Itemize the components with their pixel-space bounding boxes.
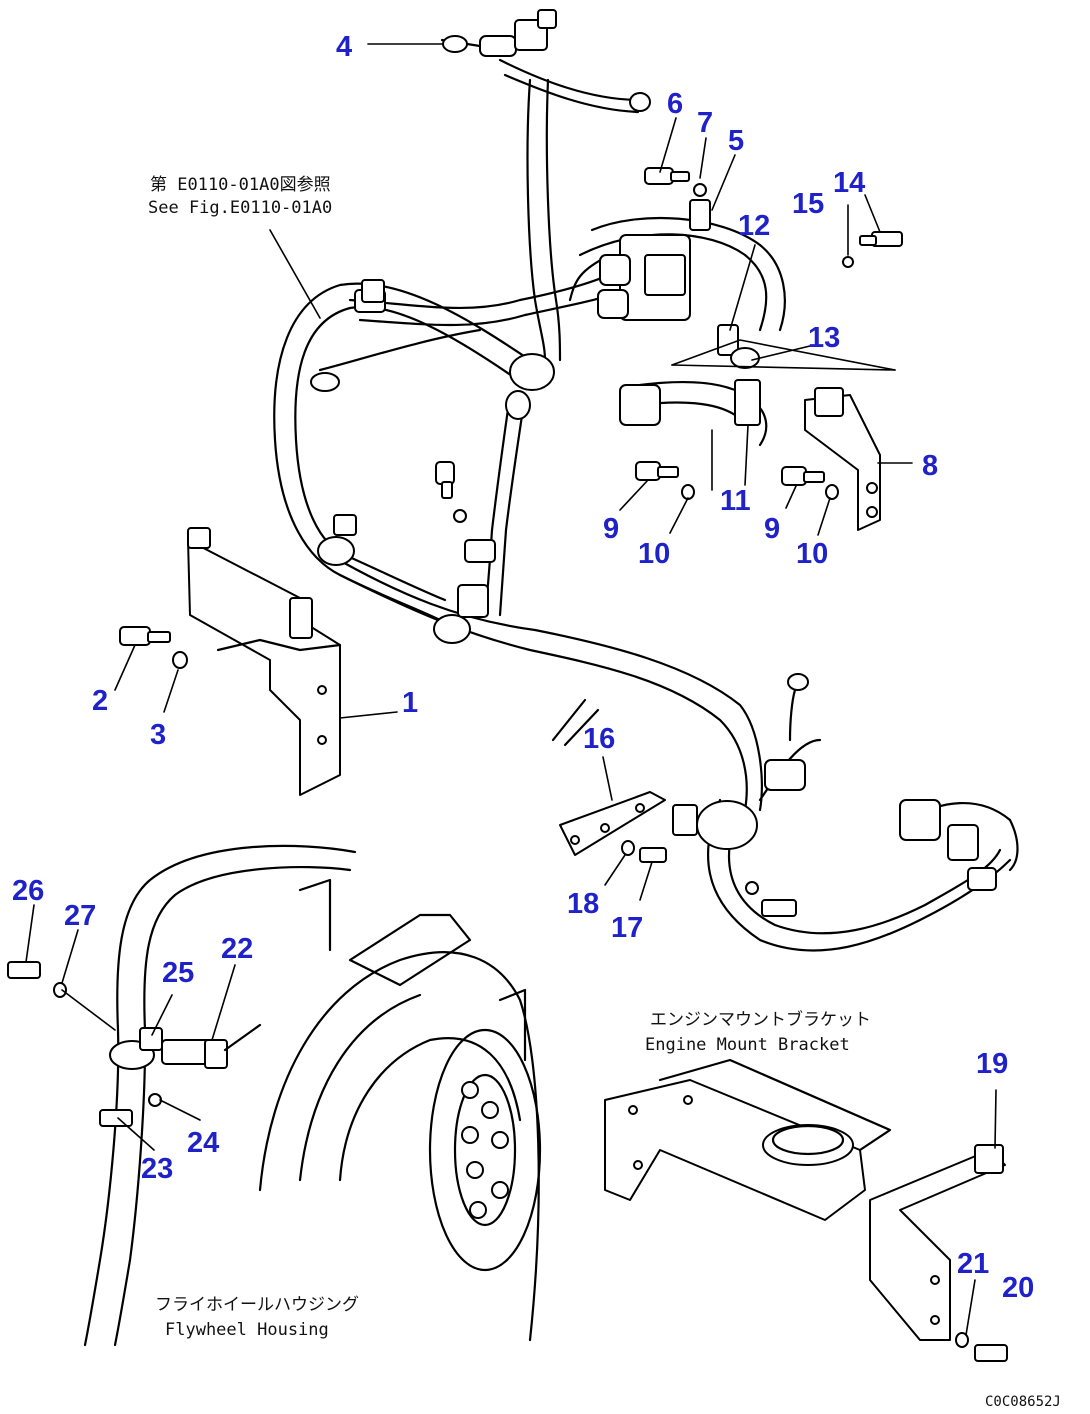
note-see-fig-en: See Fig.E0110-01A0 xyxy=(148,198,332,218)
callout-23: 23 xyxy=(141,1153,173,1185)
note-flywheel-jp: フライホイールハウジング xyxy=(155,1295,359,1315)
callout-7: 7 xyxy=(697,107,713,139)
callout-17: 17 xyxy=(611,912,643,944)
callout-14: 14 xyxy=(833,167,865,199)
callout-8: 8 xyxy=(922,450,938,482)
lower-right-harness xyxy=(551,673,1019,952)
callout-22: 22 xyxy=(221,933,253,965)
connector-block xyxy=(568,199,896,371)
main-harness xyxy=(273,268,763,812)
figure-code: C0C08652J xyxy=(985,1394,1061,1410)
note-see-fig-jp: 第 E0110-01A0図参照 xyxy=(150,175,331,195)
callout-16: 16 xyxy=(583,723,615,755)
callout-11: 11 xyxy=(720,485,751,517)
bracket-8 xyxy=(804,387,881,531)
callout-18: 18 xyxy=(567,888,599,920)
callout-9-right: 9 xyxy=(764,513,780,545)
callout-1: 1 xyxy=(402,687,418,719)
reference-notes: 第 E0110-01A0図参照 See Fig.E0110-01A0 エンジンマ… xyxy=(148,175,1061,1410)
fasteners xyxy=(119,167,903,669)
callout-9-left: 9 xyxy=(603,513,619,545)
callout-13: 13 xyxy=(808,322,840,354)
bracket-1 xyxy=(187,527,342,796)
callout-26: 26 xyxy=(12,875,44,907)
callout-5: 5 xyxy=(728,125,744,157)
callout-15: 15 xyxy=(792,188,824,220)
callout-19: 19 xyxy=(976,1048,1008,1080)
callout-10-right: 10 xyxy=(796,538,828,570)
flywheel-housing xyxy=(258,878,542,1342)
callout-2: 2 xyxy=(92,685,108,717)
callout-27: 27 xyxy=(64,900,96,932)
callout-20: 20 xyxy=(1002,1272,1034,1304)
bracket-19 xyxy=(869,1144,1008,1362)
callout-24: 24 xyxy=(187,1127,219,1159)
note-flywheel-en: Flywheel Housing xyxy=(165,1320,329,1340)
callout-25: 25 xyxy=(162,957,194,989)
callout-3: 3 xyxy=(150,719,166,751)
left-vertical-harness xyxy=(7,844,357,1347)
callout-12: 12 xyxy=(738,210,770,242)
clamp-11-assembly xyxy=(619,379,768,447)
leader-lines xyxy=(25,43,997,1336)
note-engine-mount-en: Engine Mount Bracket xyxy=(645,1035,850,1055)
callout-6: 6 xyxy=(667,88,683,120)
callout-4: 4 xyxy=(336,31,352,63)
callout-10-left: 10 xyxy=(638,538,670,570)
engine-mount-bracket xyxy=(604,1058,892,1221)
callout-21: 21 xyxy=(957,1248,989,1280)
note-engine-mount-jp: エンジンマウントブラケット xyxy=(650,1009,871,1030)
callout-numbers: 4 6 7 5 14 15 12 13 8 11 9 10 9 10 1 2 3… xyxy=(12,31,1034,1304)
cable-assembly-4 xyxy=(440,9,651,362)
